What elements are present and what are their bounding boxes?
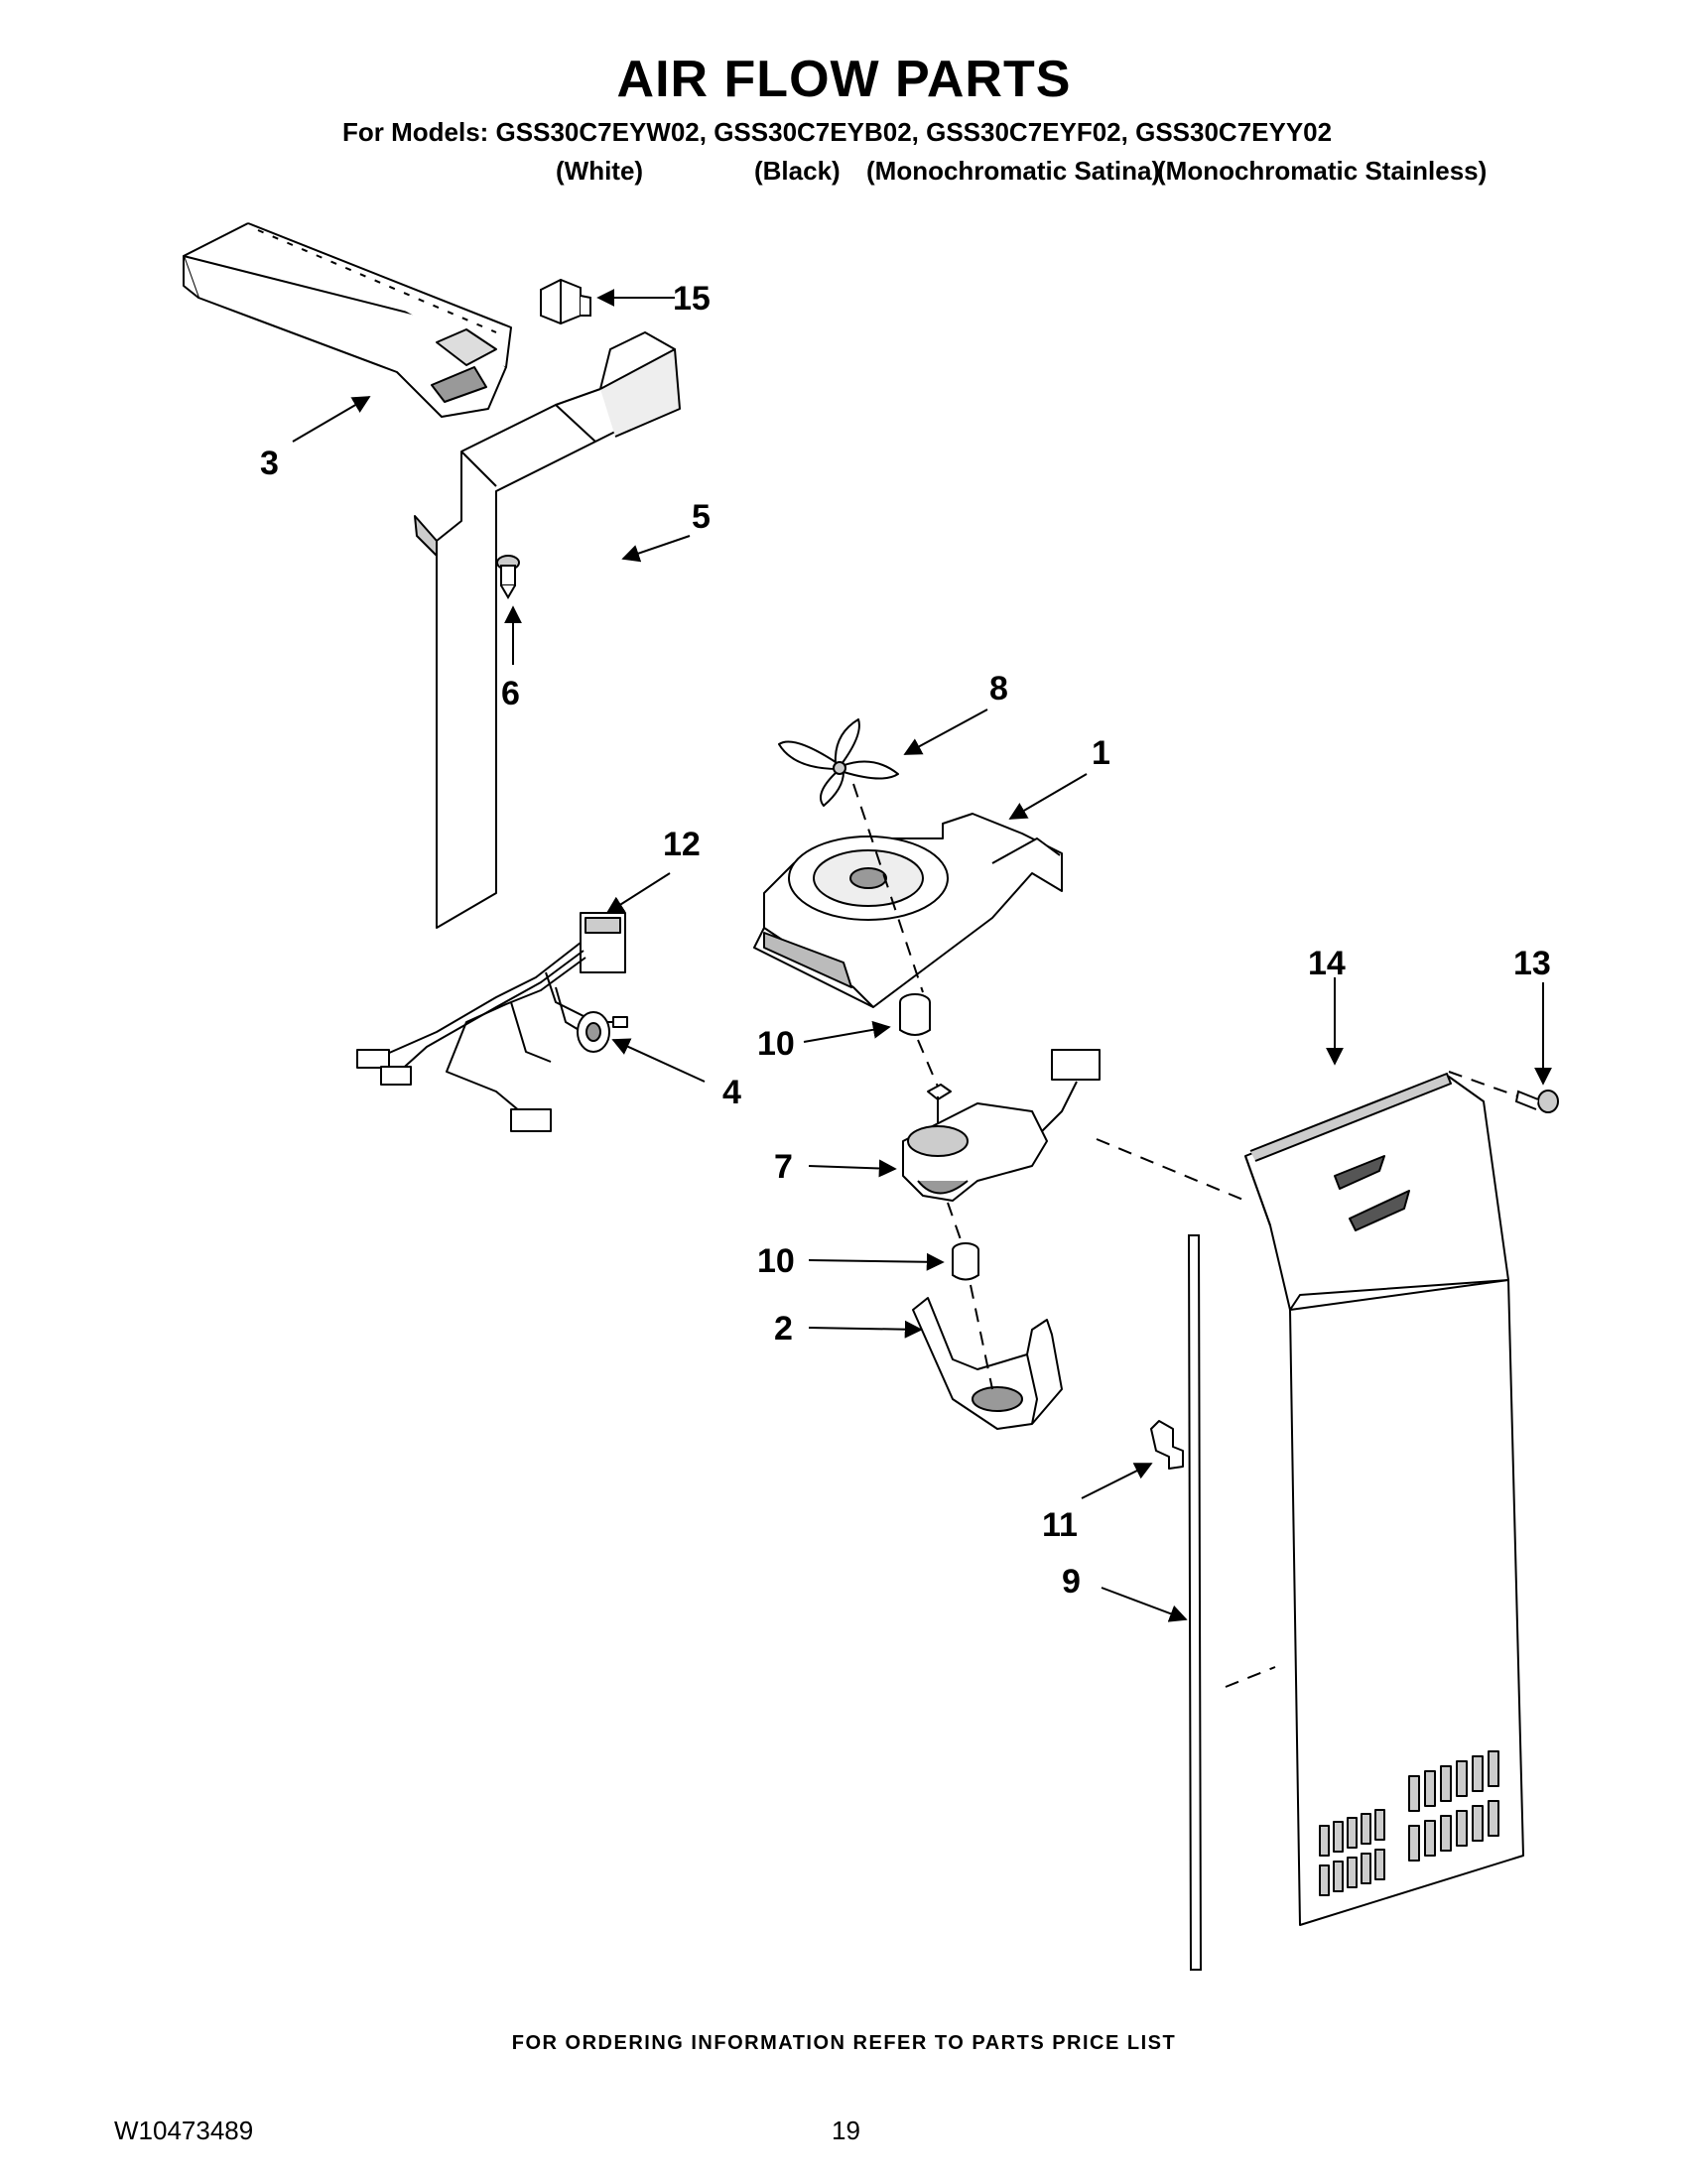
- part-10-bushing-upper: [899, 993, 931, 1036]
- callout-2: 2: [774, 1310, 793, 1348]
- callout-13: 13: [1513, 945, 1551, 982]
- document-number: W10473489: [114, 2116, 254, 2145]
- callout-11: 11: [1042, 1506, 1078, 1544]
- callout-14: 14: [1308, 945, 1346, 982]
- leader-arrows: [292, 289, 1552, 1622]
- part-3-duct-tray: [183, 222, 512, 418]
- callout-8: 8: [989, 670, 1008, 707]
- part-6-screw: [496, 555, 520, 599]
- part-12-wire-harness: [356, 912, 628, 1132]
- callout-12: 12: [663, 826, 701, 863]
- part-2-motor-bracket: [912, 1297, 1063, 1430]
- part-14-rear-panel: [1244, 1073, 1524, 1926]
- finish-black: (Black): [754, 156, 841, 186]
- part-15-clip: [540, 278, 591, 325]
- finish-satina: (Monochromatic Satina): [866, 156, 1161, 186]
- finish-stainless: (Monochromatic Stainless): [1157, 156, 1488, 186]
- callout-1: 1: [1092, 734, 1110, 772]
- ordering-note: FOR ORDERING INFORMATION REFER TO PARTS …: [511, 2032, 1177, 2054]
- part-10-bushing-lower: [952, 1242, 979, 1281]
- part-9-gasket-strip: [1187, 1234, 1203, 1971]
- part-5-air-duct: [414, 331, 681, 929]
- callout-4: 4: [722, 1074, 741, 1111]
- assembly-lines: [852, 783, 1519, 1688]
- part-13-screw: [1514, 1090, 1559, 1113]
- callout-10-lower: 10: [757, 1242, 795, 1280]
- callout-9: 9: [1062, 1563, 1081, 1601]
- page-title: AIR FLOW PARTS: [616, 51, 1072, 108]
- callout-10-upper: 10: [757, 1025, 795, 1063]
- part-1-fan-shroud: [753, 813, 1063, 1008]
- callout-7: 7: [774, 1148, 793, 1186]
- part-4-grommet: [577, 1011, 610, 1053]
- part-8-fan-blade: [778, 718, 899, 807]
- finish-white: (White): [556, 156, 644, 186]
- callout-15: 15: [673, 280, 711, 318]
- callout-5: 5: [692, 498, 711, 536]
- callout-3: 3: [260, 445, 279, 482]
- callout-6: 6: [501, 675, 520, 712]
- part-11-clip: [1150, 1420, 1184, 1470]
- part-7-fan-motor: [902, 1049, 1101, 1202]
- page-number: 19: [832, 2116, 860, 2145]
- models-line: For Models: GSS30C7EYW02, GSS30C7EYB02, …: [342, 117, 1333, 147]
